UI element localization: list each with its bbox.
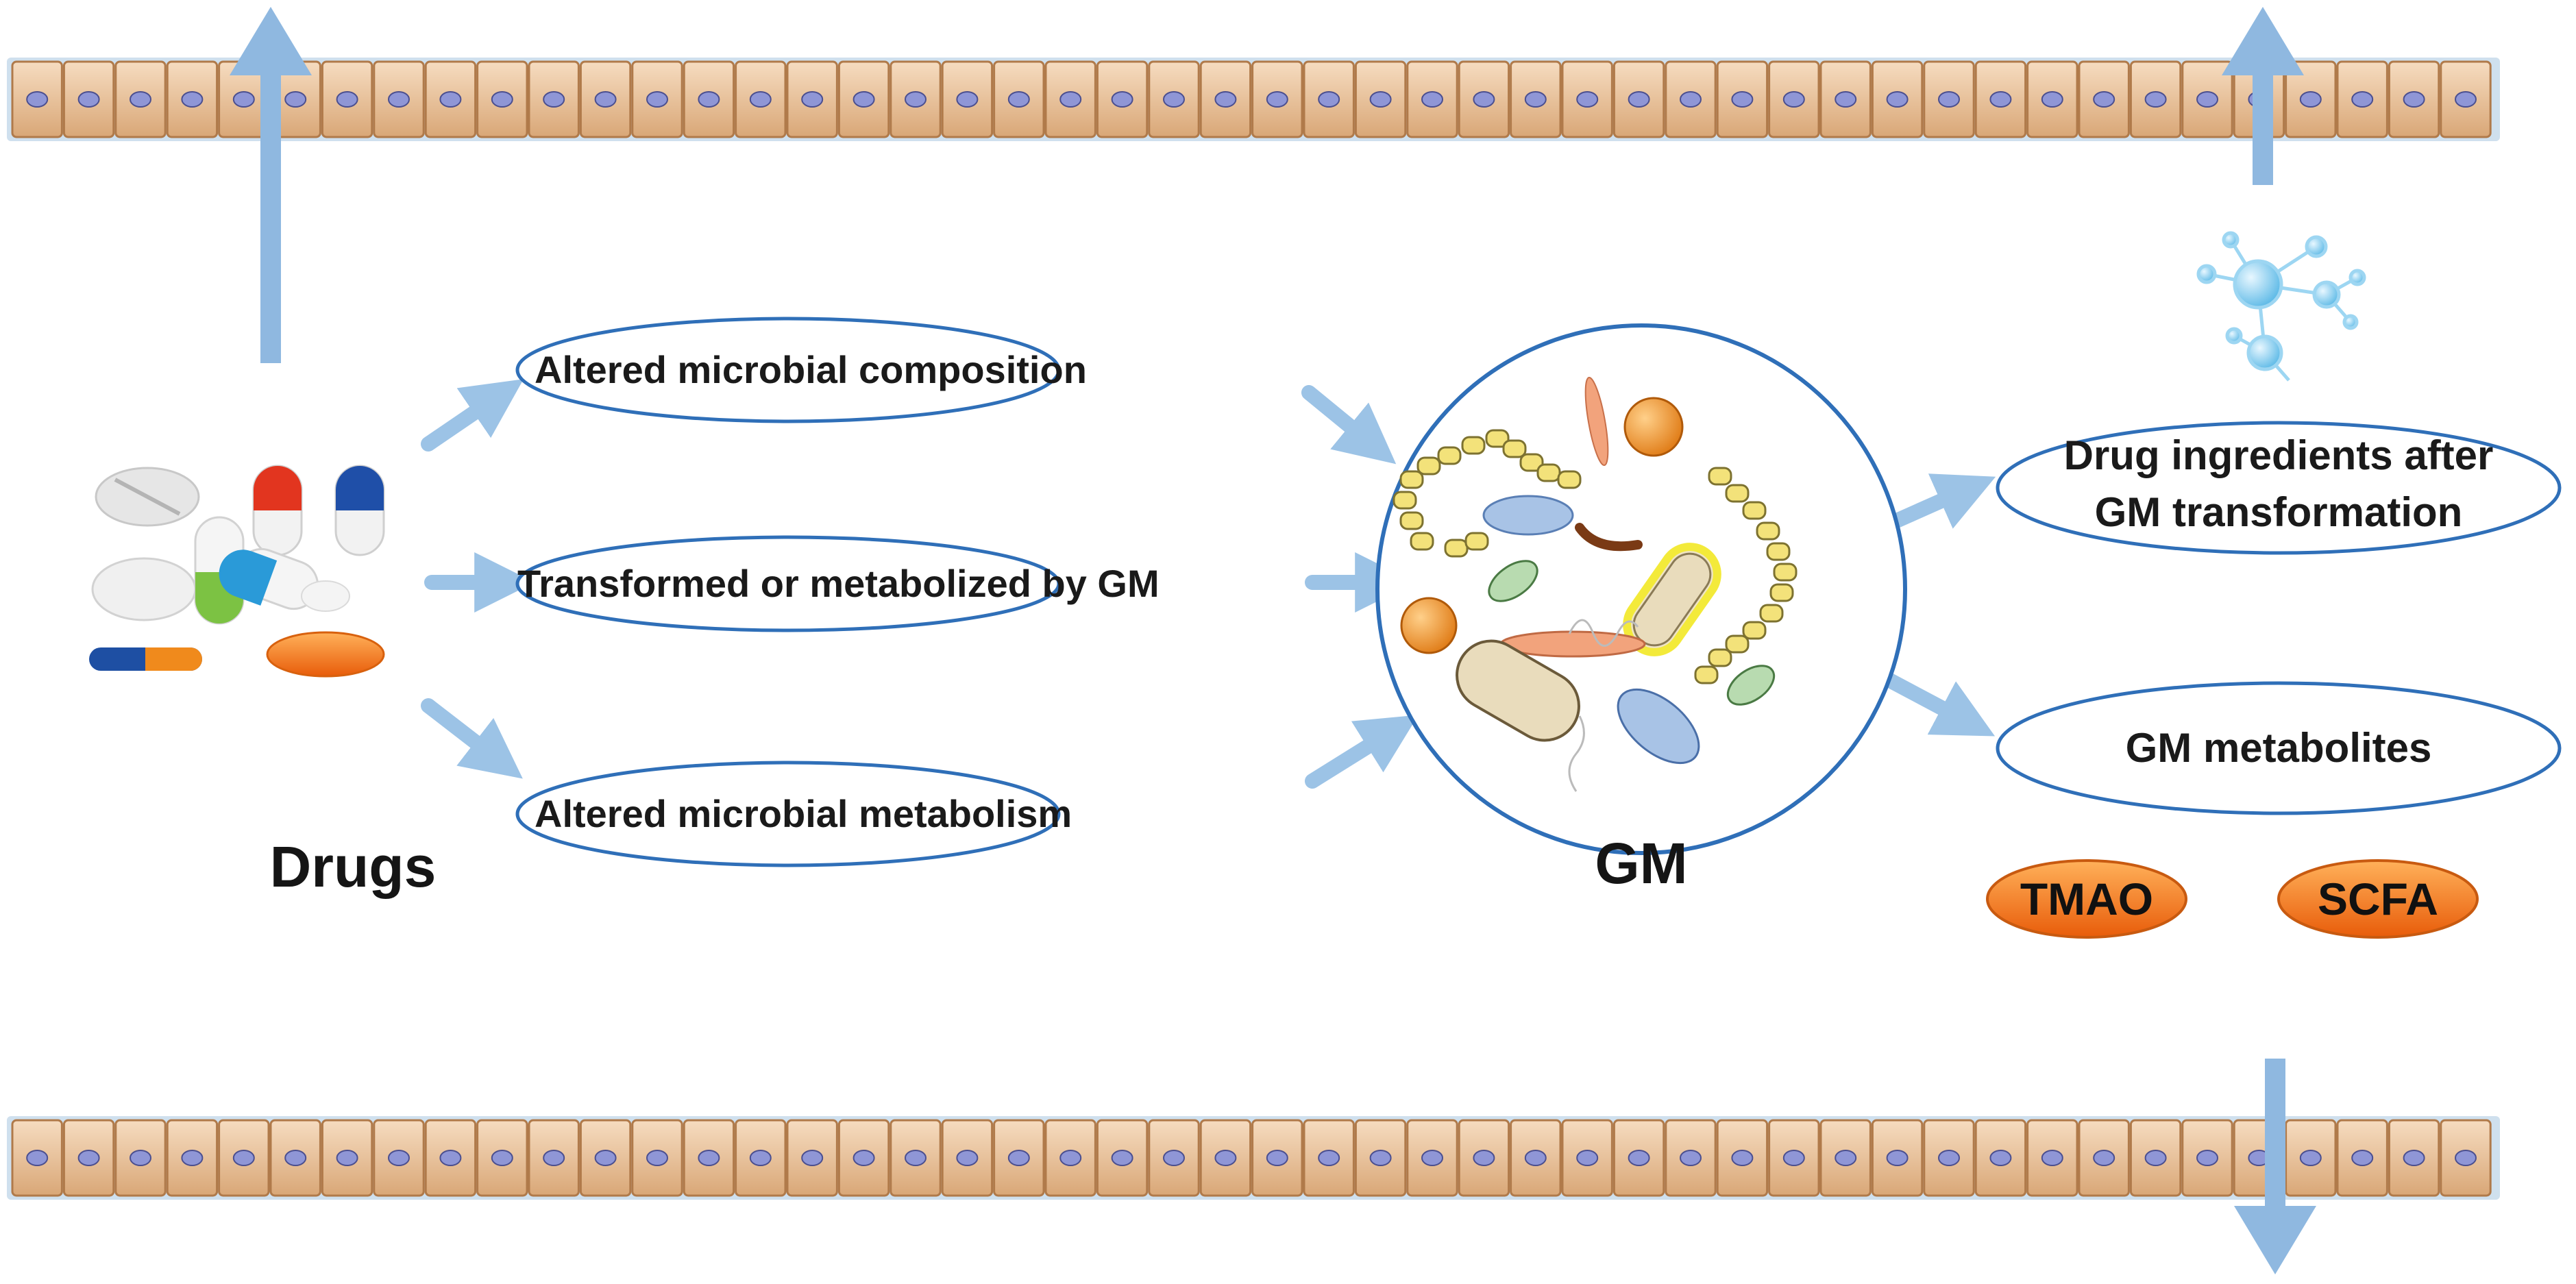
output-label-transformed-line1: Drug ingredients after	[2063, 432, 2494, 478]
absorption-arrow-left	[230, 7, 312, 363]
epithelium-bottom	[7, 1116, 2500, 1200]
molecule-icon	[2196, 231, 2366, 382]
output-label-transformed-line2: GM transformation	[2094, 489, 2463, 535]
output-label-metabolites: GM metabolites	[2125, 725, 2432, 771]
gm-label: GM	[1595, 831, 1688, 896]
pathway-pills	[515, 317, 2562, 867]
pathway-label-metabolism: Altered microbial metabolism	[535, 792, 1072, 835]
metabolite-chips	[1986, 859, 2479, 939]
metabolite-tmao: TMAO	[2020, 874, 2154, 924]
metabolite-scfa: SCFA	[2317, 874, 2439, 924]
pathway-label-transformed: Transformed or metabolized by GM	[517, 562, 1160, 605]
pathway-label-composition: Altered microbial composition	[535, 348, 1087, 391]
drug-pills-icon	[89, 465, 385, 678]
microbe-circle-icon	[1375, 323, 1907, 855]
epithelium-top	[7, 58, 2500, 141]
drugs-label: Drugs	[269, 835, 437, 899]
absorption-arrow-right	[2222, 7, 2304, 185]
excretion-arrow-down	[2234, 1059, 2316, 1274]
